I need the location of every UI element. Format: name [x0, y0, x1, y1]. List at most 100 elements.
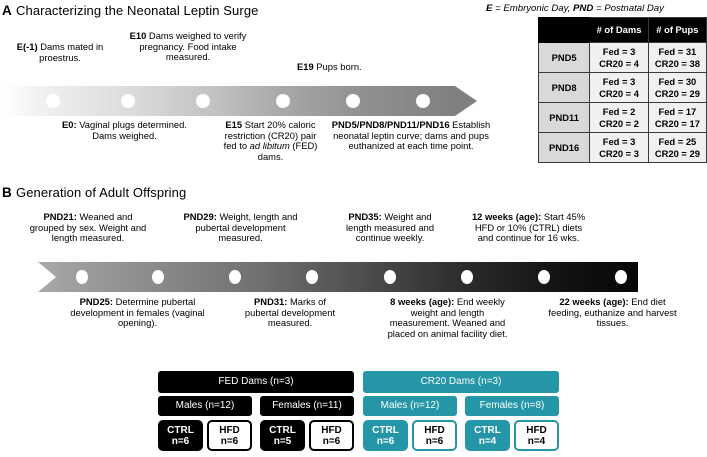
counts-row-label-pnd8: PND8 [537, 72, 591, 103]
counts-header-dams: # of Dams [589, 17, 649, 43]
timeline-arrow-a-body [2, 86, 455, 116]
counts-table-header-row: # of Dams # of Pups [537, 17, 707, 43]
group-fed-females-ctrl-name: CTRL [269, 424, 296, 436]
counts-dams-pnd11: Fed = 2 CR20 = 2 [589, 102, 649, 133]
panel-a-title: Characterizing the Neonatal Leptin Surge [16, 3, 259, 18]
group-cr20-males-ctrl-name: CTRL [372, 424, 399, 436]
group-fed-males-ctrl-name: CTRL [167, 424, 194, 436]
group-fed-females-hfd-n: n=6 [322, 435, 341, 447]
caption-e10-text: Dams weighed to verify pregnancy. Food i… [139, 30, 247, 63]
counts-dams-pnd8: Fed = 3 CR20 = 4 [589, 72, 649, 103]
caption-pnd31: PND31: Marks of pubertal development mea… [240, 296, 340, 329]
group-cr20-males-hfd-name: HFD [424, 424, 445, 436]
group-cr20-females-hfd: HFD n=4 [514, 420, 559, 451]
caption-pnd35-label: PND35: [348, 211, 382, 222]
caption-pnd29: PND29: Weight, length and pubertal devel… [178, 211, 303, 244]
timeline-b-dot-4 [306, 270, 318, 284]
group-cr20-males-hfd: HFD n=6 [412, 420, 457, 451]
legend-e-abbrev: E [486, 3, 493, 14]
caption-pnd35: PND35: Weight and length measured and co… [340, 211, 440, 244]
caption-pnd-timepoints: PND5/PND8/PND11/PND16 Establish neonatal… [331, 119, 491, 152]
caption-e10: E10 Dams weighed to verify pregnancy. Fo… [128, 30, 248, 63]
caption-pnd31-label: PND31: [254, 296, 288, 307]
group-cr20-females-ctrl: CTRL n=4 [465, 420, 510, 451]
caption-e15-text2: (FED) dams. [257, 140, 318, 162]
timeline-a-dot-2 [121, 94, 135, 108]
table-row: PND16 Fed = 3 CR20 = 3 Fed = 25 CR20 = 2… [537, 132, 707, 163]
group-cr20-males-hfd-n: n=6 [425, 435, 444, 447]
caption-12-weeks-text: Start 45% HFD or 10% (CTRL) diets and co… [474, 211, 586, 244]
caption-12-weeks-label: 12 weeks (age): [471, 211, 542, 222]
caption-pnd35-text: Weight and length measured and continue … [345, 211, 435, 244]
counts-header-blank [537, 17, 591, 43]
caption-e15-italic: ad libitum [249, 140, 290, 152]
caption-e-minus-1-label: E(-1) [16, 41, 38, 52]
timeline-arrow-panel-a [2, 86, 477, 116]
counts-header-pups: # of Pups [647, 17, 707, 43]
timeline-a-dot-3 [196, 94, 210, 108]
counts-dams-pnd16: Fed = 3 CR20 = 3 [589, 132, 649, 163]
caption-pnd25-label: PND25: [79, 296, 113, 307]
caption-e0: E0: Vaginal plugs determined. Dams weigh… [62, 119, 187, 141]
group-fed-females-ctrl: CTRL n=5 [260, 420, 305, 451]
group-fed-females-hfd-name: HFD [321, 424, 342, 436]
panel-a-letter: A [2, 3, 12, 18]
caption-e15: E15 Start 20% caloric restriction (CR20)… [218, 119, 323, 162]
caption-e0-label: E0: [62, 119, 77, 130]
group-fed-males-ctrl-n: n=6 [171, 435, 190, 447]
caption-pnd-timepoints-label: PND5/PND8/PND11/PND16 [331, 119, 450, 130]
legend-e-text: = Embryonic Day, [492, 3, 574, 14]
panel-b-letter: B [2, 185, 12, 200]
group-fed-females-ctrl-n: n=5 [273, 435, 292, 447]
group-cr20-males-ctrl-n: n=6 [376, 435, 395, 447]
counts-table-body: PND5 Fed = 3 CR20 = 4 Fed = 31 CR20 = 38… [537, 42, 707, 163]
timeline-a-dot-4 [276, 94, 290, 108]
animal-counts-table: # of Dams # of Pups PND5 Fed = 3 CR20 = … [537, 17, 707, 163]
caption-e15-label: E15 [225, 119, 243, 130]
timeline-a-dot-6 [416, 94, 430, 108]
counts-pups-pnd16: Fed = 25 CR20 = 29 [647, 132, 707, 163]
counts-dams-pnd5: Fed = 3 CR20 = 4 [589, 42, 649, 73]
caption-pnd29-text: Weight, length and pubertal development … [195, 211, 298, 244]
group-cr20-females-hfd-name: HFD [526, 424, 547, 436]
timeline-a-dot-1 [46, 94, 60, 108]
timeline-b-dot-1 [76, 270, 88, 284]
group-cr20-males-ctrl: CTRL n=6 [363, 420, 408, 451]
panel-b-title: Generation of Adult Offspring [16, 185, 187, 200]
caption-12-weeks: 12 weeks (age): Start 45% HFD or 10% (CT… [466, 211, 591, 244]
caption-pnd25: PND25: Determine pubertal development in… [70, 296, 205, 329]
group-fed-males: Males (n=12) [158, 396, 252, 416]
timeline-b-dot-6 [461, 270, 473, 284]
timeline-b-dot-5 [384, 270, 396, 284]
caption-pnd31-text: Marks of pubertal development measured. [244, 296, 336, 329]
caption-e-minus-1: E(-1) Dams mated in proestrus. [5, 41, 115, 63]
caption-e19: E19 Pups born. [297, 61, 407, 73]
group-cr20-females-hfd-n: n=4 [527, 435, 546, 447]
legend-pnd-abbrev: PND [573, 3, 594, 14]
caption-pnd-timepoints-text: Establish neonatal leptin curve; dams an… [333, 119, 491, 152]
counts-pups-pnd11: Fed = 17 CR20 = 17 [647, 102, 707, 133]
group-fed-dams: FED Dams (n=3) [158, 371, 354, 393]
group-cr20-females-ctrl-n: n=4 [478, 435, 497, 447]
caption-pnd21: PND21: Weaned and grouped by sex. Weight… [28, 211, 148, 244]
group-cr20-males: Males (n=12) [363, 396, 457, 416]
caption-8-weeks-text: End weekly weight and length measurement… [387, 296, 508, 339]
timeline-a-dot-5 [346, 94, 360, 108]
group-fed-females-hfd: HFD n=6 [309, 420, 354, 451]
group-fed-males-ctrl: CTRL n=6 [158, 420, 203, 451]
counts-pups-pnd8: Fed = 30 CR20 = 29 [647, 72, 707, 103]
group-cr20-dams: CR20 Dams (n=3) [363, 371, 559, 393]
caption-22-weeks-label: 22 weeks (age): [559, 296, 629, 307]
caption-pnd21-label: PND21: [43, 211, 77, 222]
caption-8-weeks-label: 8 weeks (age): [390, 296, 455, 307]
caption-e10-label: E10 [129, 30, 147, 41]
group-fed-males-hfd: HFD n=6 [207, 420, 252, 451]
caption-e0-text: Vaginal plugs determined. Dams weighed. [76, 119, 187, 141]
group-cr20-females: Females (n=8) [465, 396, 559, 416]
group-fed-females: Females (n=11) [260, 396, 354, 416]
group-cr20-females-ctrl-name: CTRL [474, 424, 501, 436]
timeline-b-dot-7 [538, 270, 550, 284]
group-fed-males-hfd-n: n=6 [220, 435, 239, 447]
timeline-b-dot-3 [229, 270, 241, 284]
caption-pnd21-text: Weaned and grouped by sex. Weight and le… [29, 211, 147, 244]
